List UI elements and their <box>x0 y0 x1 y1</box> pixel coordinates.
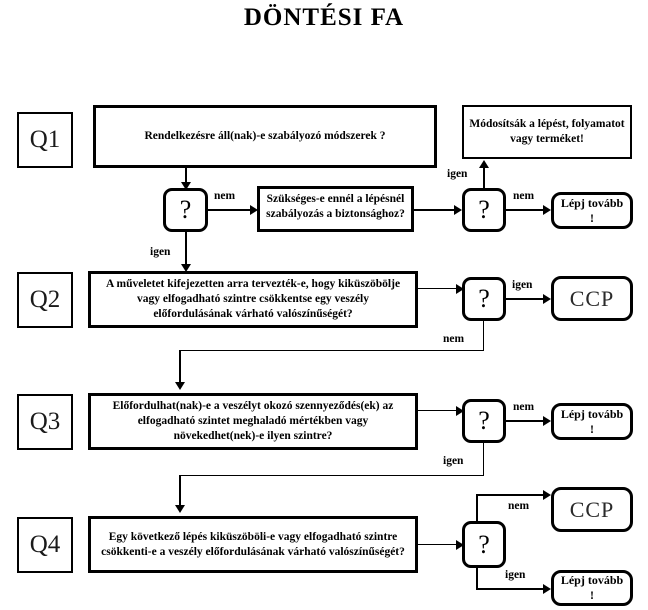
connector-safety-yes <box>483 167 485 189</box>
result-box-ccp-q4: CCP <box>551 487 633 532</box>
connector-q4-yes-horizontal <box>476 588 548 590</box>
arrowhead-q2-to-decision <box>456 284 464 294</box>
connector-q2-yes <box>506 298 549 300</box>
question-box-q4: Egy következő lépés kiküszöböli-e vagy e… <box>88 516 418 573</box>
arrowhead-q1-yes <box>181 264 191 272</box>
edge-label-q3-yes: igen <box>443 455 464 467</box>
stage-label-q4: Q4 <box>17 517 73 573</box>
arrowhead-safety-to-decision <box>454 205 462 215</box>
result-box-ccp-q2: CCP <box>551 276 633 321</box>
arrowhead-q4-no <box>543 490 551 500</box>
edge-label-q2-no: nem <box>443 333 465 345</box>
result-box-step-forward-1: Lépj tovább ! <box>551 192 633 229</box>
arrowhead-q3-yes <box>175 505 185 513</box>
decision-node-q1: ? <box>163 188 208 232</box>
arrowhead-q2-no <box>175 382 185 390</box>
connector-q3-no <box>506 420 549 422</box>
connector-safety-no <box>506 209 549 211</box>
question-box-safety: Szükséges-e ennél a lépésnél szabályozás… <box>257 186 414 232</box>
connector-q3-yes-horizontal <box>179 475 484 476</box>
connector-safety-to-decision <box>414 209 460 211</box>
stage-label-q1: Q1 <box>17 112 73 168</box>
edge-label-q3-no: nem <box>513 401 535 413</box>
question-box-q2: A műveletet kifejezetten arra tervezték-… <box>88 271 418 328</box>
result-box-step-forward-q4: Lépj tovább ! <box>551 570 633 606</box>
connector-q2-no-horizontal <box>179 350 484 351</box>
edge-label-q2-yes: igen <box>512 279 533 291</box>
question-box-q1: Rendelkezésre áll(nak)-e szabályozó móds… <box>93 105 437 168</box>
edge-label-q4-yes: igen <box>505 569 526 581</box>
decision-node-safety: ? <box>462 188 506 232</box>
edge-label-q4-no: nem <box>508 500 530 512</box>
decision-node-q2: ? <box>462 277 506 321</box>
arrowhead-safety-yes <box>479 160 489 168</box>
stage-label-q2: Q2 <box>17 272 73 328</box>
connector-q4-yes-vertical <box>476 568 478 590</box>
arrowhead-q4-yes <box>543 584 551 594</box>
stage-label-q3: Q3 <box>17 394 73 450</box>
connector-q3-to-decision <box>418 410 462 411</box>
arrowhead-q1-no <box>250 205 258 215</box>
arrowhead-q4-to-decision <box>456 540 464 550</box>
arrowhead-q3-to-decision <box>456 406 464 416</box>
edge-label-safety-yes: igen <box>447 168 468 180</box>
connector-q2-no-drop <box>179 350 181 386</box>
question-box-q3: Előfordulhat(nak)-e a veszélyt okozó sze… <box>88 393 418 450</box>
connector-q1-yes <box>185 232 187 270</box>
connector-q2-no-vertical <box>483 321 484 350</box>
connector-q3-yes-vertical <box>483 443 484 475</box>
arrowhead-safety-no <box>543 205 551 215</box>
result-box-step-forward-q3: Lépj tovább ! <box>551 403 633 440</box>
connector-q4-to-decision <box>418 544 462 545</box>
page-title: DÖNTÉSI FA <box>243 4 405 31</box>
connector-q3-yes-drop <box>179 475 181 509</box>
decision-node-q3: ? <box>462 399 506 443</box>
arrowhead-q2-yes <box>543 294 551 304</box>
connector-q4-no-vertical <box>476 494 478 521</box>
arrowhead-q1-to-decision <box>181 182 191 190</box>
edge-label-q1-yes: igen <box>150 246 171 258</box>
connector-q4-no-horizontal <box>476 494 548 496</box>
connector-q1-no <box>208 209 256 211</box>
result-box-modify-notice: Módosítsák a lépést, folyamatot vagy ter… <box>462 105 632 159</box>
edge-label-q1-no: nem <box>214 190 236 202</box>
edge-label-safety-no: nem <box>513 190 535 202</box>
connector-q2-to-decision <box>418 288 462 289</box>
connector-q1-to-decision <box>185 168 187 186</box>
arrowhead-q3-no <box>543 416 551 426</box>
decision-node-q4: ? <box>462 521 506 568</box>
